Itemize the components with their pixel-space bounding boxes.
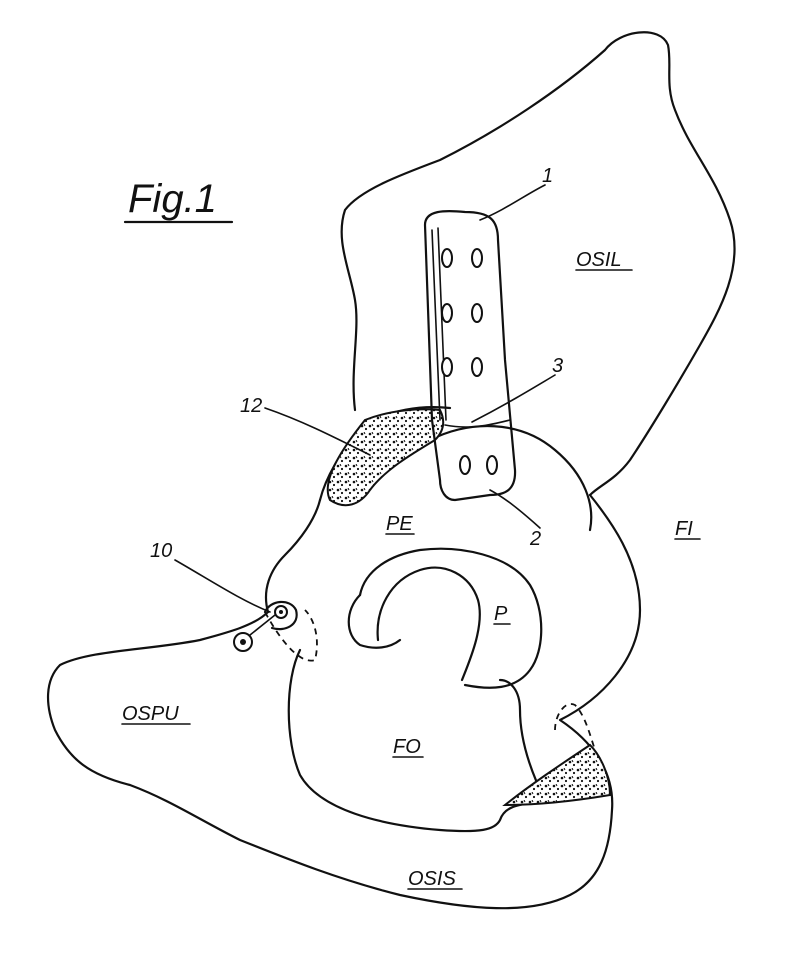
ref-3: 3 [552,355,563,377]
bone-graft-lower [505,745,610,805]
label-osil: OSIL [576,249,622,271]
bone-graft-upper [328,409,444,505]
fixation-plate [425,211,515,500]
label-p: P [494,603,508,625]
figure-title: Fig.1 [128,177,217,221]
socket-rim [349,595,400,648]
ref-10: 10 [150,540,172,562]
leader-10 [175,560,270,612]
leader-12 [265,408,370,455]
leader-3 [472,375,555,422]
leader-1 [480,185,545,220]
pe-curve [430,426,591,530]
ref-2: 2 [529,528,541,550]
ref-12: 12 [240,395,262,417]
ischium-outline [48,495,640,908]
label-osis: OSIS [408,868,456,890]
label-pe: PE [386,513,413,535]
leader-2 [490,490,540,528]
ref-1: 1 [542,165,553,187]
pubis-edge [266,500,320,612]
femoral-head [378,568,480,680]
label-ospu: OSPU [122,703,179,725]
label-fi: FI [675,518,693,540]
label-fo: FO [393,736,421,758]
